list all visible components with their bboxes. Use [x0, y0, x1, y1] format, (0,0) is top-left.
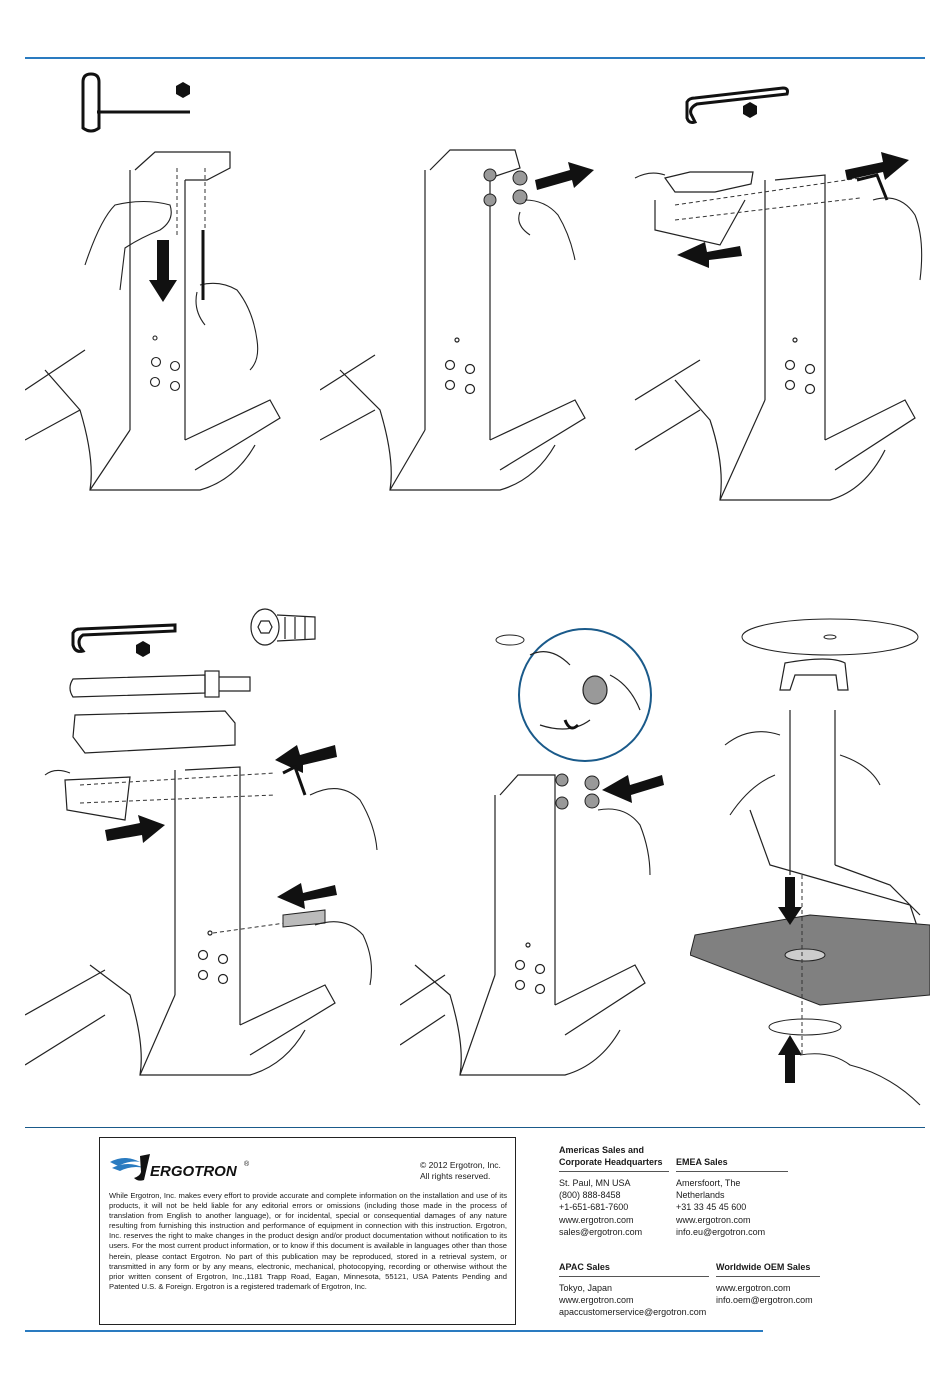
arrow-icon — [778, 877, 802, 925]
top-rule — [25, 57, 925, 59]
arrow-icon — [277, 883, 337, 909]
step-3-illustration — [615, 80, 925, 520]
arrow-icon — [602, 775, 664, 803]
step-2-illustration — [320, 140, 610, 520]
hex-size-icon — [743, 102, 757, 118]
step-5-illustration — [400, 625, 670, 1105]
footer-rule — [25, 1127, 925, 1128]
hand-icon — [724, 731, 921, 1106]
hand-icon — [84, 200, 172, 291]
arrow-icon — [845, 152, 909, 180]
washer-icon — [495, 634, 525, 646]
screw-icon — [250, 608, 316, 646]
copyright: © 2012 Ergotron, Inc. All rights reserve… — [420, 1160, 501, 1181]
t-handle-hex-key-icon — [81, 72, 190, 133]
step-1-illustration — [25, 70, 325, 520]
contact-oem: Worldwide OEM Sales www.ergotron.com inf… — [716, 1261, 820, 1306]
hand-icon — [518, 199, 576, 261]
stand-post — [25, 151, 281, 491]
l-hex-key-icon — [685, 86, 789, 124]
l-hex-key-icon — [71, 623, 177, 653]
svg-text:®: ® — [244, 1160, 250, 1168]
arrow-icon — [149, 240, 177, 302]
contact-emea: EMEA Sales Amersfoort, The Netherlands +… — [676, 1156, 788, 1238]
bottom-rule — [25, 1330, 763, 1332]
step-6-illustration — [690, 615, 930, 1125]
arrow-icon — [778, 1035, 802, 1083]
washer-icon — [741, 618, 919, 656]
arrow-icon — [535, 162, 594, 190]
svg-text:ERGOTRON: ERGOTRON — [150, 1163, 238, 1180]
arrow-icon — [105, 815, 165, 843]
hand-icon — [44, 769, 378, 986]
hex-size-icon — [136, 641, 150, 657]
bracket-block — [72, 710, 236, 754]
disclaimer-box: ERGOTRON ® © 2012 Ergotron, Inc. All rig… — [99, 1137, 516, 1325]
arrow-icon — [275, 745, 337, 773]
hex-size-icon — [176, 82, 190, 98]
arrow-icon — [677, 242, 742, 268]
step-4-illustration — [25, 605, 380, 1105]
hand-icon — [634, 172, 923, 281]
hand-icon — [597, 808, 651, 876]
ergotron-logo: ERGOTRON ® — [110, 1152, 260, 1184]
disclaimer-text: While Ergotron, Inc. makes every effort … — [109, 1191, 507, 1291]
magnifier-detail-icon — [518, 628, 652, 762]
hand-icon — [195, 282, 259, 371]
contact-apac: APAC Sales Tokyo, Japan www.ergotron.com… — [559, 1261, 709, 1319]
pin-icon — [69, 670, 251, 698]
